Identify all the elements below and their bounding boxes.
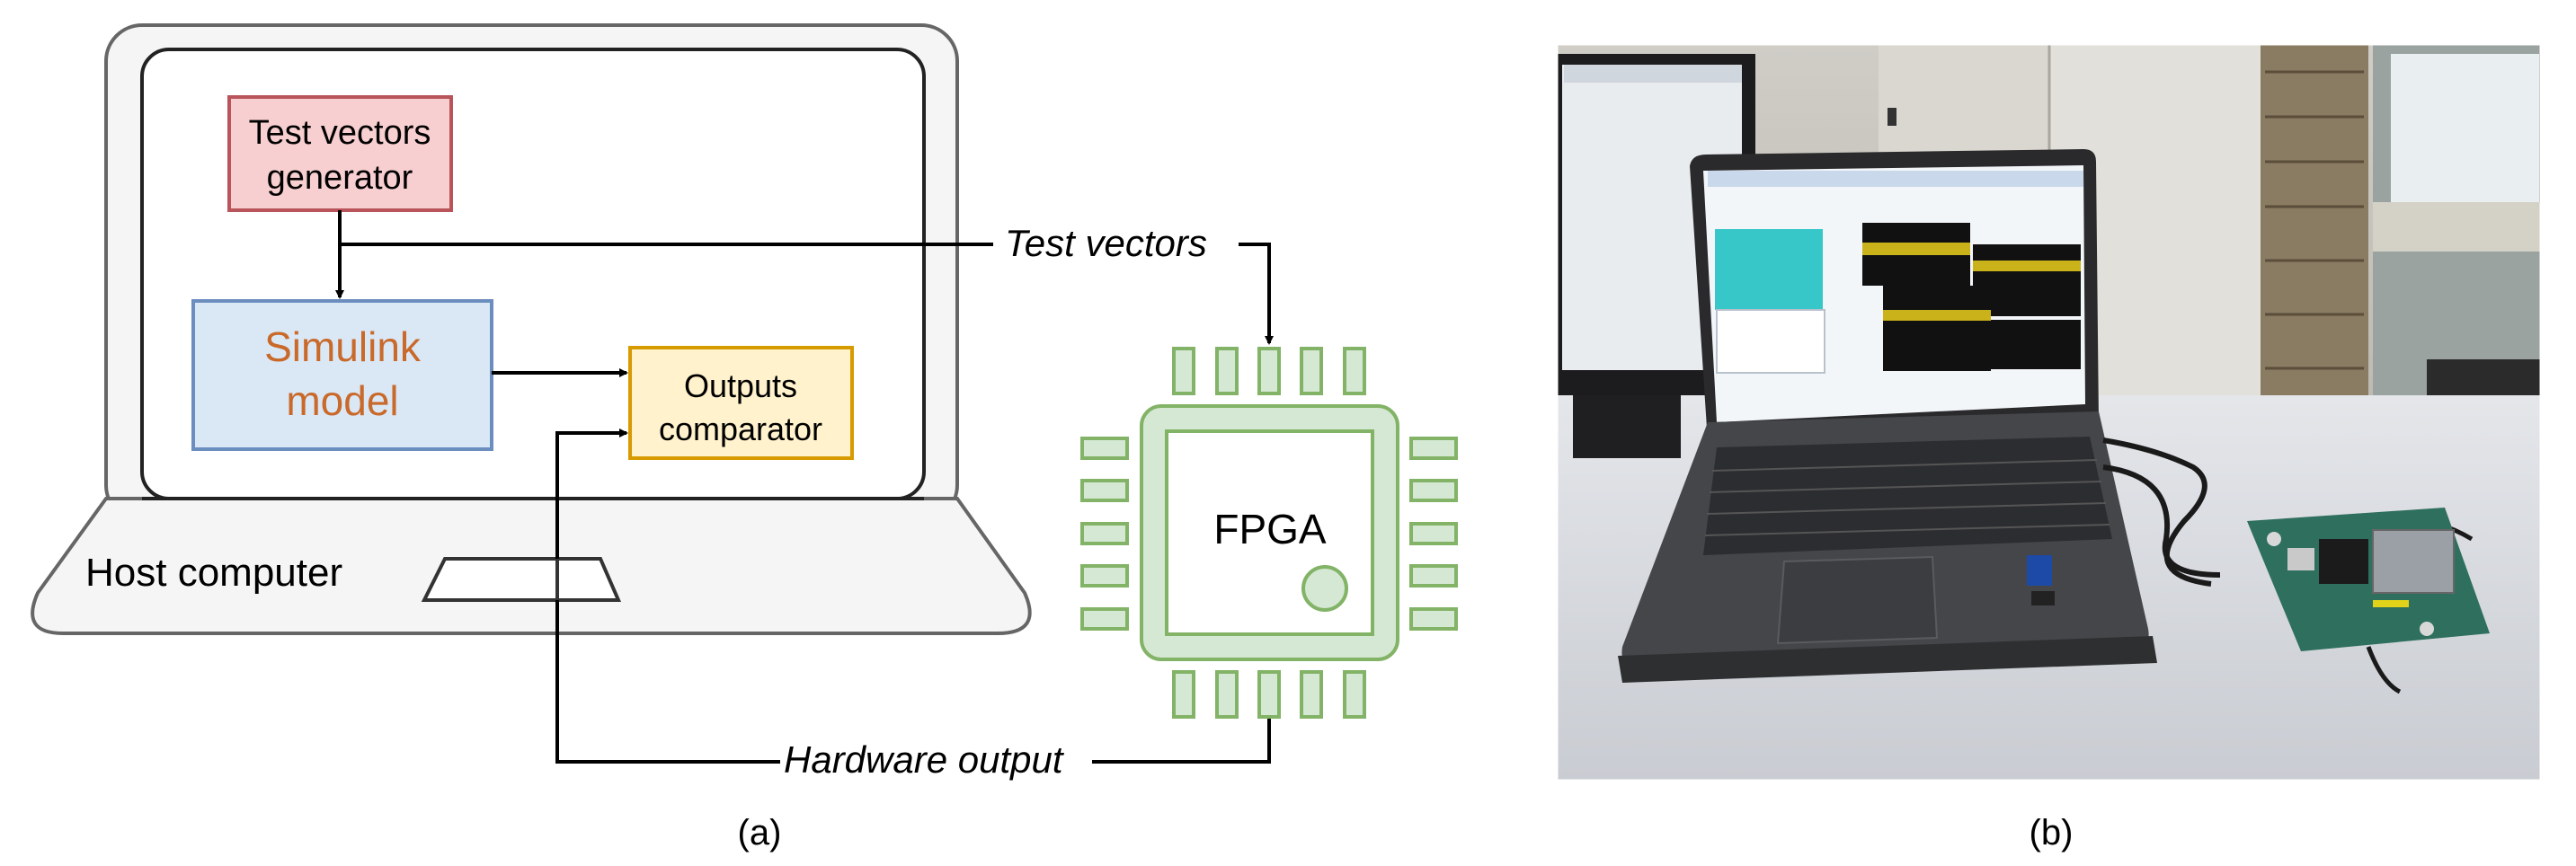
lab-photo: [1557, 44, 2541, 781]
line-hardware-output: [1092, 717, 1271, 764]
line-test-vectors-to-fpga: [1239, 243, 1274, 345]
test-vectors-label: Test vectors: [1005, 222, 1207, 264]
fpga-pin1-marker: [1301, 565, 1348, 612]
fpga-pins-right: [1409, 437, 1458, 631]
arrow-hardware-to-comparator: [555, 429, 628, 499]
comparator-label-line1: Outputs: [684, 367, 797, 404]
comparator-label-line2: comparator: [659, 411, 822, 447]
caption-a: (a): [738, 813, 782, 853]
caption-b: (b): [2030, 813, 2074, 853]
fpga-pins-left: [1080, 437, 1129, 631]
outputs-comparator-block: Outputs comparator: [628, 346, 854, 460]
simulink-label-line1: Simulink: [264, 323, 422, 370]
diagram-panel: Host computer Test vectors generator Sim…: [31, 23, 1458, 853]
generator-label-line2: generator: [267, 159, 413, 197]
fpga-pins-top: [1172, 347, 1366, 395]
test-vectors-generator-block: Test vectors generator: [227, 95, 453, 212]
simulink-label-line2: model: [286, 377, 398, 424]
generator-label-line1: Test vectors: [249, 114, 431, 152]
fpga-pins-bottom: [1172, 670, 1366, 719]
fpga-chip: FPGA: [1080, 347, 1458, 719]
hardware-output-label: Hardware output: [784, 738, 1065, 781]
laptop-touchpad: [421, 557, 622, 602]
simulink-model-block: Simulink model: [191, 299, 493, 451]
fpga-label: FPGA: [1213, 506, 1327, 552]
host-computer-label: Host computer: [85, 551, 342, 595]
